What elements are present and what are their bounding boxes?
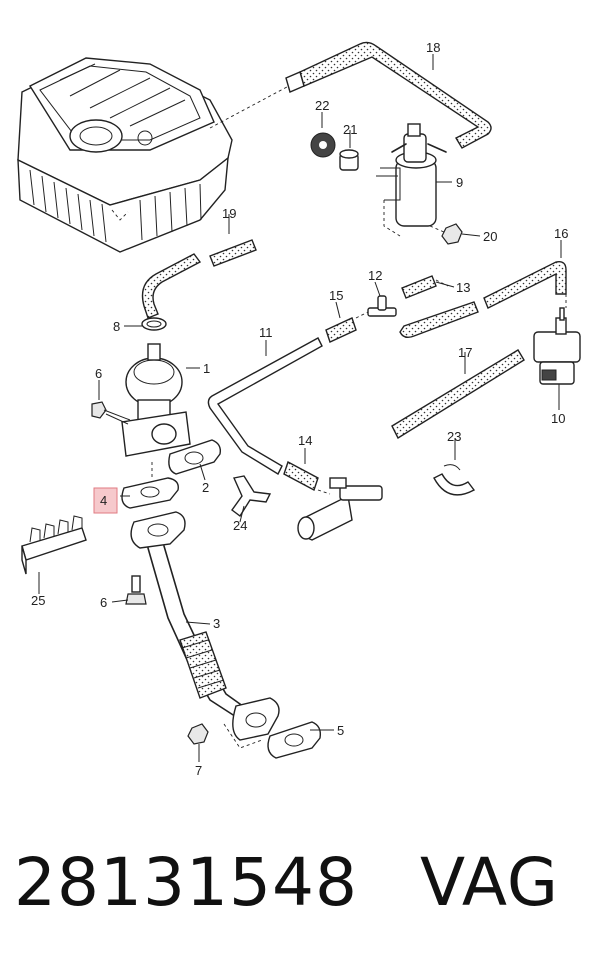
callout-24: 24 xyxy=(233,518,247,533)
grommet-22 xyxy=(310,132,336,158)
solenoid-valve-10 xyxy=(533,307,581,385)
check-valve-connector xyxy=(297,477,383,541)
t-connector-12 xyxy=(367,295,397,317)
clamp-8 xyxy=(141,317,167,331)
callout-18: 18 xyxy=(426,40,440,55)
bracket-24 xyxy=(231,475,272,518)
callout-17: 17 xyxy=(458,345,472,360)
callout-6-lower: 6 xyxy=(100,595,107,610)
callout-2: 2 xyxy=(202,480,209,495)
callout-10: 10 xyxy=(551,411,565,426)
callout-6-upper: 6 xyxy=(95,366,102,381)
part-number: 28131548 xyxy=(14,844,358,921)
air-filter-housing xyxy=(17,57,301,253)
vacuum-hose-18 xyxy=(285,41,492,149)
callout-8: 8 xyxy=(113,319,120,334)
callout-5: 5 xyxy=(337,723,344,738)
callout-12: 12 xyxy=(368,268,382,283)
vacuum-hose-15 xyxy=(325,311,369,343)
vacuum-hose-14 xyxy=(283,460,319,492)
vacuum-hose-16 xyxy=(399,260,567,339)
callout-16: 16 xyxy=(554,226,568,241)
gasket-2 xyxy=(168,439,222,475)
bolt-6-lower xyxy=(125,575,147,605)
callout-25: 25 xyxy=(31,593,45,608)
clip-23 xyxy=(433,464,476,496)
callout-13: 13 xyxy=(456,280,470,295)
callout-14: 14 xyxy=(298,433,312,448)
damper-21 xyxy=(339,149,359,171)
egr-valve-1 xyxy=(121,343,191,457)
vacuum-hose-19 xyxy=(141,239,257,319)
callout-23: 23 xyxy=(447,429,461,444)
callout-4: 4 xyxy=(100,493,107,508)
gasket-5 xyxy=(223,721,322,759)
callout-7: 7 xyxy=(195,763,202,778)
part-caption: 28131548 VAG xyxy=(14,838,586,928)
brand-name: VAG xyxy=(419,844,559,921)
callout-9: 9 xyxy=(456,175,463,190)
callout-labels: 1 2 3 4 5 6 6 7 8 9 10 11 12 13 14 15 16… xyxy=(31,40,568,778)
callout-19: 19 xyxy=(222,206,236,221)
hose-clip-25 xyxy=(21,515,87,575)
callout-20: 20 xyxy=(483,229,497,244)
solenoid-valve-9 xyxy=(376,123,447,237)
highlight-box-4 xyxy=(93,487,118,514)
callout-11: 11 xyxy=(259,325,273,340)
nut-20 xyxy=(441,223,463,245)
leader-lines xyxy=(38,54,562,762)
callout-21: 21 xyxy=(343,122,357,137)
nut-7 xyxy=(187,723,209,745)
gasket-4 xyxy=(121,462,179,509)
vacuum-hose-17 xyxy=(391,349,525,439)
bolt-6-upper xyxy=(91,401,131,425)
callout-22: 22 xyxy=(315,98,329,113)
callout-1: 1 xyxy=(203,361,210,376)
vacuum-hose-13 xyxy=(401,275,449,299)
callout-15: 15 xyxy=(329,288,343,303)
vacuum-pipe-11 xyxy=(207,337,323,475)
exploded-parts-diagram: 1 2 3 4 5 6 6 7 8 9 10 11 12 13 14 15 16… xyxy=(17,40,581,778)
egr-pipe-3 xyxy=(130,511,280,741)
callout-3: 3 xyxy=(213,616,220,631)
